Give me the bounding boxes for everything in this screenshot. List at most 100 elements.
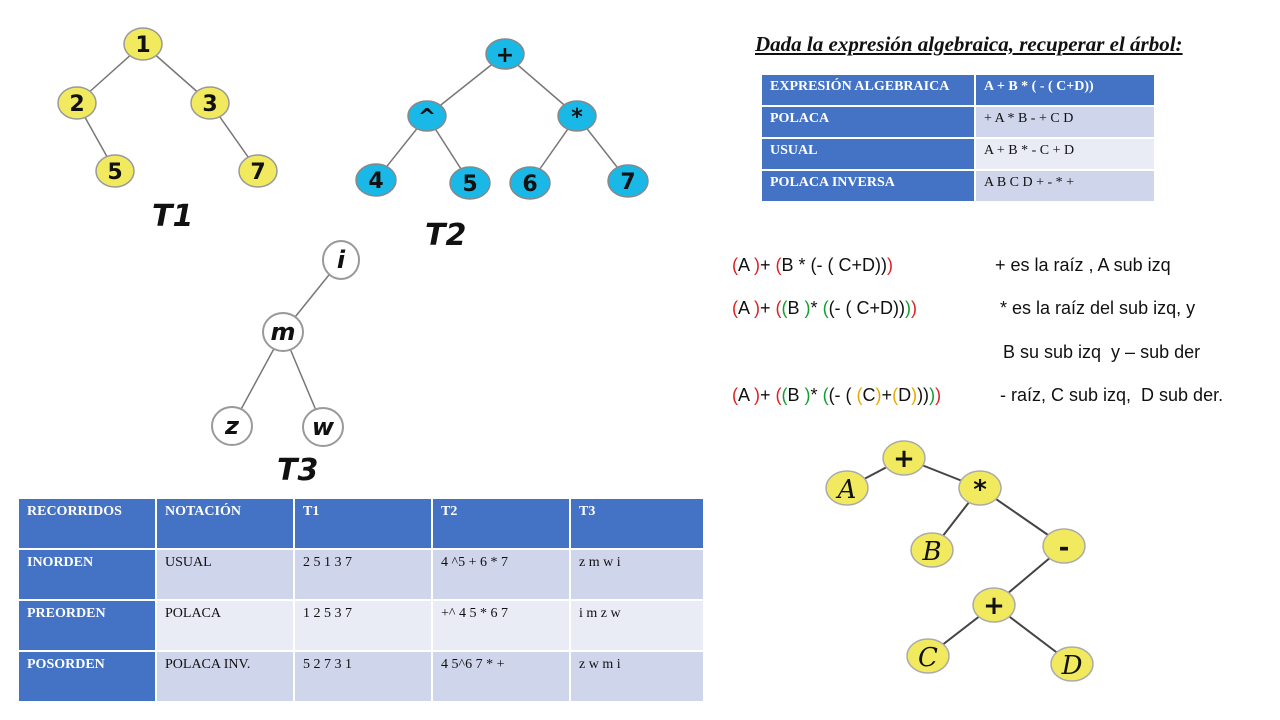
expression-segment: B (787, 298, 805, 318)
table-cell: POLACA (155, 599, 295, 652)
t2-node (509, 166, 551, 200)
table-cell: A + B * ( - ( C+D)) (974, 73, 1156, 107)
t3-node (322, 240, 360, 280)
step-note: B su sub izq y – sub der (1003, 342, 1201, 362)
table-cell: POLACA INV. (155, 650, 295, 703)
step-expression: (A )+ ((B )* ((- ( (C)+(D))))) (732, 385, 941, 406)
expression-segment: ) (754, 255, 761, 275)
expression-segment: ( (822, 298, 829, 318)
table-cell: A B C D + - * + (974, 169, 1156, 203)
expr-node (906, 638, 950, 674)
t2-node (557, 100, 597, 132)
expression-segment: + (760, 255, 776, 275)
t3-node-label: w (312, 413, 335, 441)
t1-node (95, 154, 135, 188)
table-row: PREORDEN POLACA 1 2 5 3 7 +^ 4 5 * 6 7 i… (17, 599, 705, 652)
t1-node (57, 86, 97, 120)
expr-node-label: C (918, 643, 938, 673)
expr-node-label: + (893, 444, 915, 474)
t3-node (262, 312, 304, 352)
table-cell: i m z w (569, 599, 705, 652)
table-cell: USUAL (155, 548, 295, 601)
tree-t1: 1 2 3 5 7 T1 (57, 27, 278, 234)
expression-table: EXPRESIÓN ALGEBRAICA A + B * ( - ( C+D))… (760, 73, 1156, 203)
t1-node-label: 7 (250, 160, 265, 185)
step-note: - raíz, C sub izq, D sub der. (1000, 385, 1224, 405)
tree-t3: i m z w T3 (211, 240, 360, 488)
expression-segment: ) (754, 385, 761, 405)
expression-segment: + (760, 385, 776, 405)
tree-t2: + ^ * 4 5 6 7 T2 (355, 38, 649, 253)
t2-node (449, 166, 491, 200)
table-cell: A + B * - C + D (974, 137, 1156, 171)
expression-segment: ) (911, 298, 918, 318)
t3-node-label: m (270, 318, 295, 346)
t1-node (190, 86, 230, 120)
t1-node-label: 3 (202, 92, 217, 117)
step-note: * es la raíz del sub izq, y (1000, 298, 1196, 318)
column-header: T1 (293, 497, 433, 550)
expr-node (972, 587, 1016, 623)
expression-segment: ( (856, 385, 863, 405)
t2-label: T2 (425, 218, 466, 253)
t2-node-label: 6 (522, 172, 537, 197)
expression-segment: ( (775, 298, 782, 318)
expression-segment: ) (875, 385, 882, 405)
expression-segment: ) (929, 385, 936, 405)
expression-segment: ) (804, 385, 811, 405)
t3-node (302, 407, 344, 447)
t1-node (238, 154, 278, 188)
t1-node-label: 2 (69, 92, 84, 117)
expr-node-label: * (973, 475, 987, 505)
t3-node-label: i (337, 246, 346, 274)
expression-segment: ( (781, 298, 788, 318)
expression-segment: ( (775, 385, 782, 405)
column-header: RECORRIDOS (17, 497, 157, 550)
table-cell: EXPRESIÓN ALGEBRAICA (760, 73, 976, 107)
table-row: USUAL A + B * - C + D (760, 137, 1156, 171)
expression-segment: ( (732, 298, 738, 318)
t1-node-label: 5 (107, 160, 122, 185)
t1-node (123, 27, 163, 61)
table-cell: 4 ^5 + 6 * 7 (431, 548, 571, 601)
expression-segment: ) (905, 298, 912, 318)
t2-node-label: 7 (620, 170, 635, 195)
expression-segment: ( (822, 385, 829, 405)
expression-segment: D (898, 385, 912, 405)
t1-node-label: 1 (135, 33, 150, 58)
expression-segment: ) (935, 385, 942, 405)
expr-node (1042, 528, 1086, 564)
table-cell: POSORDEN (17, 650, 157, 703)
t3-node-label: z (224, 412, 240, 440)
expression-segment: * (810, 385, 823, 405)
t2-node-label: ^ (418, 105, 436, 130)
t2-node (407, 100, 447, 132)
expr-node-label: D (1061, 651, 1083, 681)
expr-node (910, 532, 954, 568)
t1-label: T1 (152, 199, 193, 234)
table-cell: 1 2 5 3 7 (293, 599, 433, 652)
table-cell: POLACA (760, 105, 976, 139)
table-cell: z w m i (569, 650, 705, 703)
table-cell: 5 2 7 3 1 (293, 650, 433, 703)
table-cell: 4 5^6 7 * + (431, 650, 571, 703)
table-row: POSORDEN POLACA INV. 5 2 7 3 1 4 5^6 7 *… (17, 650, 705, 703)
expression-segment: (- ( C+D)) (828, 298, 906, 318)
expression-segment: ) (911, 385, 918, 405)
expression-segment: A (738, 255, 755, 275)
t2-node (607, 164, 649, 198)
table-cell: INORDEN (17, 548, 157, 601)
column-header: T2 (431, 497, 571, 550)
expression-segment: * (810, 298, 823, 318)
expression-segment: ) (754, 298, 761, 318)
t3-node (211, 406, 253, 446)
t2-node-label: 4 (368, 169, 383, 194)
t2-node-label: * (571, 105, 583, 130)
expression-segment: ) (887, 255, 894, 275)
expr-node-label: + (983, 591, 1005, 621)
t2-node (485, 38, 525, 70)
t2-node-label: + (496, 43, 514, 68)
t2-node (355, 163, 397, 197)
expression-segment: ( (781, 385, 788, 405)
